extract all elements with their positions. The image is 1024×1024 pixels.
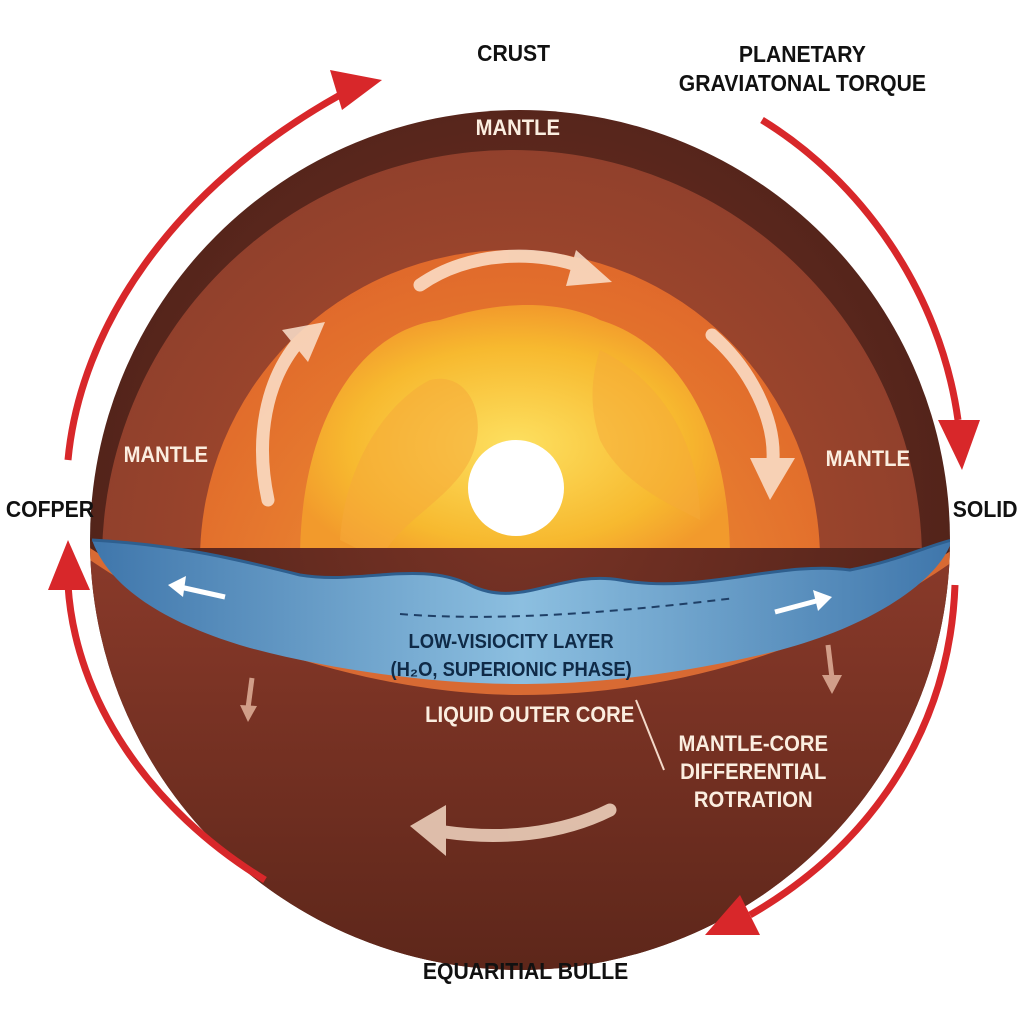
- differential-pointer-line: [635, 699, 665, 771]
- rotation-arrow-bottom-right: [705, 584, 959, 935]
- label-planetary-torque: PLANETARY GRAVIATONAL TORQUE: [679, 40, 926, 98]
- convection-arrow-right: [705, 328, 795, 500]
- label-mantle-top: MANTLE: [475, 115, 560, 140]
- low-viscosity-water-layer: [92, 540, 950, 684]
- rotation-arrow-bottom-left: [48, 540, 267, 883]
- label-crust: CRUST: [477, 40, 551, 66]
- core-swirl: [340, 378, 478, 548]
- label-left-outer: COFPER: [5, 496, 95, 522]
- convection-arrow-top: [413, 249, 612, 292]
- label-low-visc-line1: LOW-VISIOCITY LAYER: [408, 631, 614, 653]
- rotation-arrow-top-left: [64, 70, 382, 461]
- label-differential-line2: DIFFERENTIAL: [680, 759, 827, 784]
- convection-arrow-bottom: [410, 803, 617, 856]
- label-liquid-outer-core: LIQUID OUTER CORE: [425, 702, 635, 727]
- label-planetary-line1: PLANETARY: [738, 41, 866, 67]
- water-flow-arrow-left: [168, 576, 226, 600]
- label-mantle-right: MANTLE: [825, 446, 910, 471]
- convection-arrow-left: [256, 322, 325, 507]
- label-low-visc-line2: (H₂O, SUPERIONIC PHASE): [390, 659, 632, 681]
- down-arrow-left: [240, 677, 257, 722]
- label-right-outer: SOLID: [952, 496, 1018, 522]
- label-differential-rotation: MANTLE-CORE DIFFERENTIAL ROTRATION: [679, 730, 829, 814]
- core-swirl: [592, 350, 700, 520]
- water-wave-top: [91, 538, 950, 595]
- label-low-viscosity: LOW-VISIOCITY LAYER (H₂O, SUPERIONIC PHA…: [390, 628, 631, 684]
- rotation-arrow-top-right: [760, 117, 980, 470]
- inner-core: [468, 440, 564, 536]
- label-mantle-left: MANTLE: [123, 442, 208, 467]
- water-flow-arrow-right: [774, 590, 832, 615]
- label-bottom: EQUARITIAL BULLE: [422, 958, 629, 984]
- down-arrow-right: [822, 644, 842, 694]
- label-differential-line1: MANTLE-CORE: [678, 731, 829, 756]
- label-differential-line3: ROTRATION: [693, 787, 813, 812]
- label-planetary-line2: GRAVIATONAL TORQUE: [678, 70, 927, 96]
